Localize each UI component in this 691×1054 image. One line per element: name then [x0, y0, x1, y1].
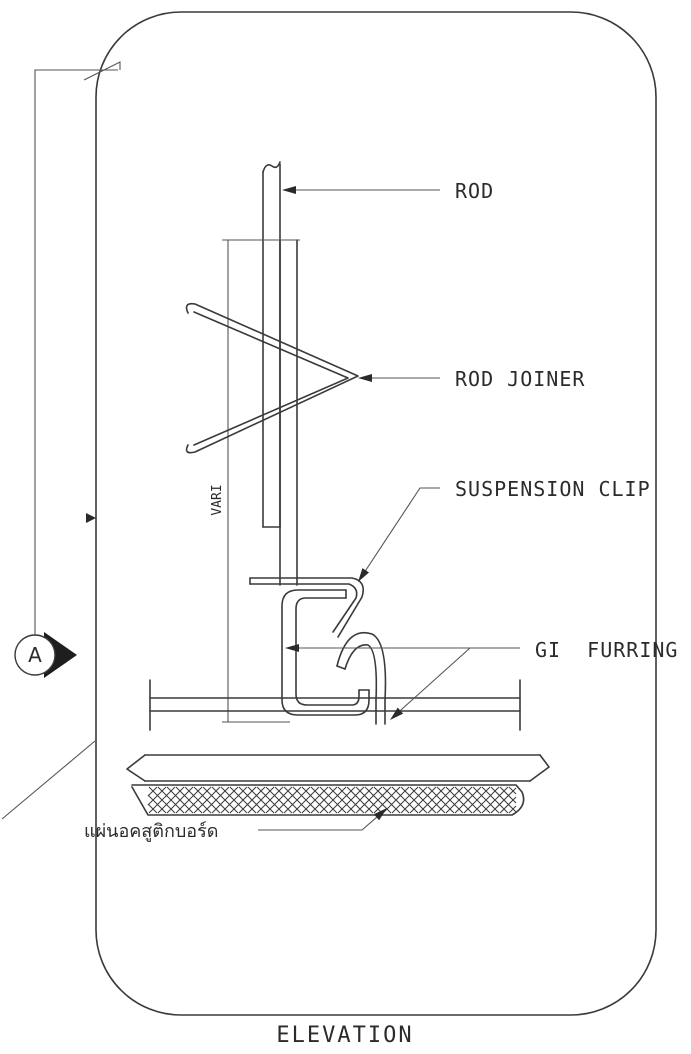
acoustic-board-callout: แผ่นอคสูติกบอร์ด — [84, 808, 387, 842]
hatch-line — [337, 786, 365, 814]
hatch-line — [463, 786, 491, 814]
rod-label: ROD — [455, 179, 494, 203]
hatch-line — [373, 786, 401, 814]
hatch-line — [147, 794, 167, 814]
hatch-line — [247, 786, 275, 814]
section-marker-circle — [14, 634, 56, 676]
rod-joiner — [185, 302, 359, 454]
gi-furring-arrow-icon — [285, 644, 299, 652]
hatch-line — [508, 805, 517, 814]
hatch-line — [481, 786, 509, 814]
hatch-line — [400, 786, 428, 814]
rod-joiner-label: ROD JOINER — [455, 367, 585, 391]
hatch-line — [147, 786, 158, 797]
hatch-line — [211, 786, 239, 814]
hatch-line — [220, 786, 248, 814]
hatch-line — [472, 786, 500, 814]
detail-callout-leader — [1, 740, 96, 820]
suspension-clip-callout: SUSPENSION CLIP — [358, 477, 651, 582]
hatch-line — [238, 786, 266, 814]
hatch-line — [382, 786, 410, 814]
hatch-line — [328, 786, 356, 814]
detail-boundary — [95, 11, 657, 1016]
hatch-line — [175, 786, 203, 814]
section-marker-label: A — [28, 643, 42, 667]
hatch-line — [508, 786, 517, 795]
gi-furring-board-arrow-icon — [390, 707, 404, 720]
hatch-line — [418, 786, 446, 814]
drawing-caption: ELEVATION — [276, 1023, 413, 1048]
hatch-line — [427, 786, 455, 814]
suspension-clip-label: SUSPENSION CLIP — [455, 477, 651, 501]
dimension-label: VARI — [210, 484, 225, 515]
board-break — [126, 754, 550, 782]
hatch-line — [445, 786, 473, 814]
hatch-line — [499, 796, 517, 814]
hatch-line — [310, 786, 338, 814]
hatch-line — [147, 803, 158, 814]
hatch-line — [292, 786, 320, 814]
rod-arrow-icon — [282, 186, 296, 194]
gi-furring-label: GI FURRING — [535, 638, 678, 662]
hatch-line — [166, 786, 194, 814]
hatch-line — [256, 786, 284, 814]
hatch-line — [229, 786, 257, 814]
suspension-clip-arrow-icon — [358, 568, 369, 582]
hatch-line — [193, 786, 221, 814]
ceiling-line — [149, 679, 521, 731]
hatch-line — [346, 786, 374, 814]
rod-callout: ROD — [282, 179, 494, 203]
gi-furring-channel — [281, 589, 370, 716]
suspension-clip — [249, 577, 365, 638]
furring-hook — [336, 631, 387, 725]
hatch-line — [184, 786, 212, 814]
acoustic-board-hatch — [147, 786, 517, 814]
hatch-line — [490, 787, 517, 814]
hatch-line — [409, 786, 437, 814]
hatch-line — [454, 786, 482, 814]
hatch-line — [364, 786, 392, 814]
section-arrow-icon — [86, 513, 96, 523]
section-marker: A — [14, 632, 77, 678]
hatch-line — [283, 786, 311, 814]
hatch-line — [355, 786, 383, 814]
rod-joiner-arrow-icon — [358, 374, 372, 382]
section-cut-line — [34, 61, 121, 637]
hatch-line — [319, 786, 347, 814]
acoustic-board-label: แผ่นอคสูติกบอร์ด — [84, 821, 218, 842]
hatch-line — [391, 786, 419, 814]
hatch-line — [148, 786, 176, 814]
hatch-line — [202, 786, 230, 814]
hatch-line — [301, 786, 329, 814]
section-direction-triangle-icon — [44, 632, 77, 678]
hatch-line — [274, 786, 302, 814]
acoustic-board-arrow-icon — [373, 808, 387, 821]
dimension-vari: VARI — [210, 239, 300, 723]
hatch-line — [157, 786, 185, 814]
hatch-line — [265, 786, 293, 814]
gi-furring-callout: GI FURRING — [285, 638, 678, 720]
acoustic-board — [131, 784, 525, 816]
hanger-rod — [279, 239, 298, 586]
hatch-line — [147, 786, 167, 806]
rod-joiner-callout: ROD JOINER — [358, 367, 585, 391]
hatch-line — [499, 786, 517, 804]
hatch-line — [436, 786, 464, 814]
